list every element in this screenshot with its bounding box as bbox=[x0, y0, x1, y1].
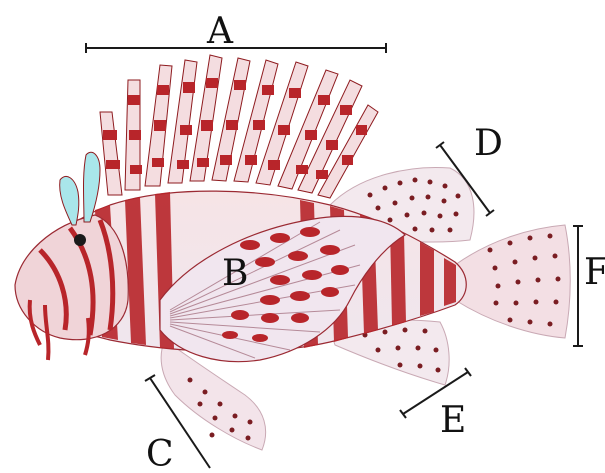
supraocular-tentacle-left bbox=[60, 176, 79, 225]
lionfish-illustration bbox=[15, 55, 570, 450]
label-e: E bbox=[440, 400, 466, 441]
label-f: F bbox=[584, 252, 605, 293]
label-c: C bbox=[146, 434, 174, 473]
line-f bbox=[573, 226, 583, 346]
line-a bbox=[86, 43, 386, 53]
dorsal-spines bbox=[100, 55, 378, 198]
label-b: B bbox=[222, 253, 248, 294]
caudal-fin bbox=[455, 225, 570, 338]
eye bbox=[74, 234, 86, 246]
label-d: D bbox=[474, 123, 503, 164]
label-a: A bbox=[206, 11, 234, 52]
